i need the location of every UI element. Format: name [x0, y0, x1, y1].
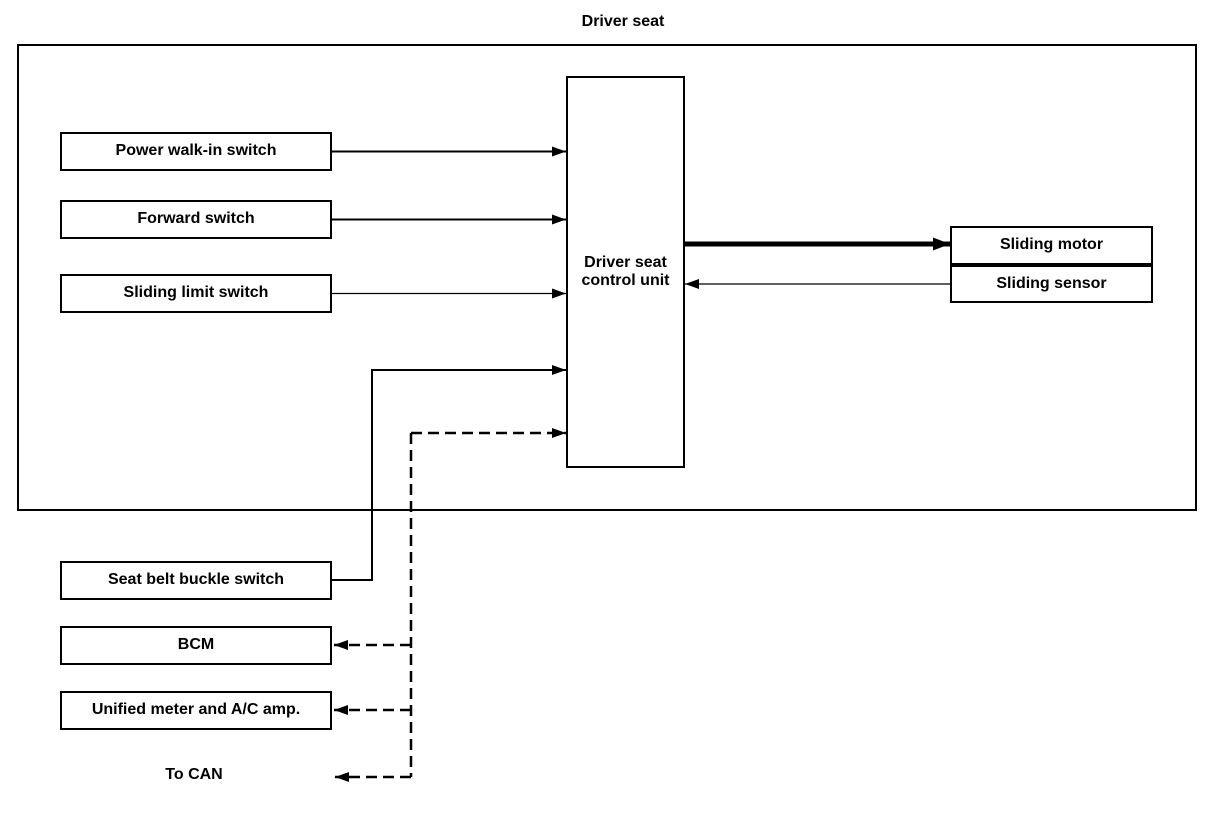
node-driver-seat-control-unit-label-line1: Driver seat — [584, 253, 667, 271]
arrow-seat-belt-buckle-to-control-unit — [332, 365, 566, 580]
node-sliding-sensor-label: Sliding sensor — [996, 274, 1107, 292]
motor-sensor-divider — [952, 262, 1151, 267]
node-bcm-label: BCM — [177, 636, 215, 654]
diagram-title: Driver seat — [581, 13, 665, 30]
node-sliding-motor: Sliding motor — [952, 228, 1151, 263]
node-power-walk-in-switch-label: Power walk-in switch — [115, 142, 277, 160]
node-bcm: BCM — [60, 626, 332, 665]
node-power-walk-in-switch: Power walk-in switch — [60, 132, 332, 171]
node-unified-meter-ac-amp-label: Unified meter and A/C amp. — [91, 701, 301, 719]
node-driver-seat-control-unit: Driver seat control unit — [566, 76, 685, 468]
node-sliding-motor-sensor-group: Sliding motor Sliding sensor — [950, 226, 1153, 303]
node-sliding-motor-label: Sliding motor — [999, 236, 1104, 254]
node-unified-meter-ac-amp: Unified meter and A/C amp. — [60, 691, 332, 730]
node-seat-belt-buckle-switch: Seat belt buckle switch — [60, 561, 332, 600]
node-driver-seat-control-unit-label-line2: control unit — [581, 272, 670, 289]
node-forward-switch-label: Forward switch — [137, 210, 255, 228]
to-can-label: To CAN — [165, 766, 223, 783]
node-forward-switch: Forward switch — [60, 200, 332, 239]
node-seat-belt-buckle-switch-label: Seat belt buckle switch — [107, 571, 285, 589]
node-sliding-limit-switch: Sliding limit switch — [60, 274, 332, 313]
node-sliding-limit-switch-label: Sliding limit switch — [123, 284, 269, 302]
node-sliding-sensor: Sliding sensor — [952, 267, 1151, 302]
driver-seat-boundary — [17, 44, 1197, 511]
